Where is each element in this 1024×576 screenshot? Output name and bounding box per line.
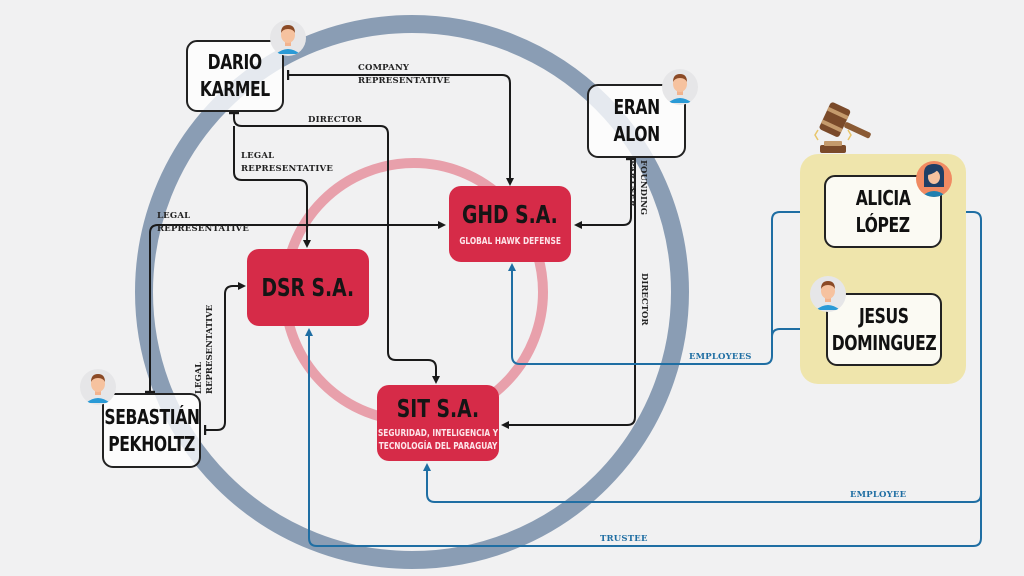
label-founding-partner: FOUNDING PARTNER: [626, 160, 648, 215]
label-director-dario: DIRECTOR: [308, 114, 362, 127]
label-line2: PARTNER: [627, 160, 637, 207]
label-line1: EMPLOYEES: [689, 352, 752, 362]
label-line2: REPRESENTATIVE: [358, 76, 451, 86]
label-employee: EMPLOYEE: [850, 489, 906, 502]
label-line1: LEGAL: [241, 151, 275, 161]
label-company-representative: COMPANY REPRESENTATIVE: [358, 62, 450, 88]
person-name-line2: KARMEL: [200, 77, 270, 101]
label-line1: DIRECTOR: [639, 273, 649, 326]
company-dsr[interactable]: DSR S.A.: [247, 249, 369, 326]
connector-sebastian-dsr: [204, 282, 246, 435]
company-sit-subtitle-line1: SEGURIDAD, INTELIGENCIA Y: [377, 427, 499, 439]
person-name-line2: PEKHOLTZ: [108, 431, 195, 456]
label-legal-representative-sebastian-ghd: LEGAL REPRESENTATIVE: [157, 210, 249, 236]
label-director-eran: DIRECTOR: [638, 273, 649, 325]
male-avatar-icon: [270, 20, 306, 56]
connector-sebastian-ghd: [145, 221, 446, 393]
connector-eran-ghd: [574, 158, 636, 229]
connector-alicia-sit-employee: [423, 207, 982, 503]
company-ghd-subtitle: GLOBAL HAWK DEFENSE: [459, 236, 561, 247]
person-name-line2: LÓPEZ: [855, 212, 911, 237]
person-name-line1: SEBASTIÁN: [103, 404, 200, 429]
label-legal-representative-dario: LEGAL REPRESENTATIVE: [241, 150, 333, 176]
label-line1: LEGAL: [157, 211, 191, 221]
company-dsr-name: DSR S.A.: [261, 272, 355, 302]
company-sit-name: SIT S.A.: [396, 393, 480, 423]
label-line1: TRUSTEE: [600, 534, 648, 544]
company-ghd[interactable]: GHD S.A. GLOBAL HAWK DEFENSE: [449, 186, 571, 262]
person-sebastian-pekholtz[interactable]: SEBASTIÁN PEKHOLTZ: [102, 393, 201, 468]
connector-dario-dsr: [233, 126, 311, 248]
person-name-line1: ALICIA: [855, 185, 911, 210]
person-name-line1: JESUS: [859, 303, 909, 328]
label-line1: EMPLOYEE: [850, 490, 907, 500]
label-line1: DIRECTOR: [308, 115, 363, 125]
label-line2: REPRESENTATIVE: [205, 304, 215, 394]
gavel-icon: [814, 102, 871, 153]
connector-alicia-dsr-trustee: [305, 328, 982, 547]
label-employees: EMPLOYEES: [689, 351, 752, 364]
person-name-line1: ERAN: [613, 95, 660, 119]
person-name-line2: DOMINGUEZ: [831, 330, 937, 355]
person-dario-karmel[interactable]: DARIO KARMEL: [186, 40, 284, 112]
person-name-line1: DARIO: [207, 50, 263, 74]
male-avatar-icon: [810, 276, 846, 312]
company-sit[interactable]: SIT S.A. SEGURIDAD, INTELIGENCIA Y TECNO…: [377, 385, 499, 461]
label-legal-representative-sebastian-dsr: LEGAL REPRESENTATIVE: [194, 305, 216, 394]
label-trustee: TRUSTEE: [600, 533, 648, 546]
person-jesus-dominguez[interactable]: JESUS DOMINGUEZ: [826, 293, 942, 366]
female-avatar-icon: [916, 161, 952, 197]
label-line2: REPRESENTATIVE: [241, 164, 334, 174]
male-avatar-icon: [80, 369, 116, 405]
label-line2: REPRESENTATIVE: [157, 224, 250, 234]
label-line1: FOUNDING: [638, 160, 648, 215]
label-line1: COMPANY: [358, 63, 410, 73]
connector-dario-ghd: [287, 70, 514, 186]
company-ghd-name: GHD S.A.: [462, 200, 558, 229]
male-avatar-icon: [662, 69, 698, 105]
person-name-line2: ALON: [613, 122, 660, 146]
label-line1: LEGAL: [194, 361, 204, 394]
company-sit-subtitle-line2: TECNOLOGÍA DEL PARAGUAY: [378, 440, 498, 452]
